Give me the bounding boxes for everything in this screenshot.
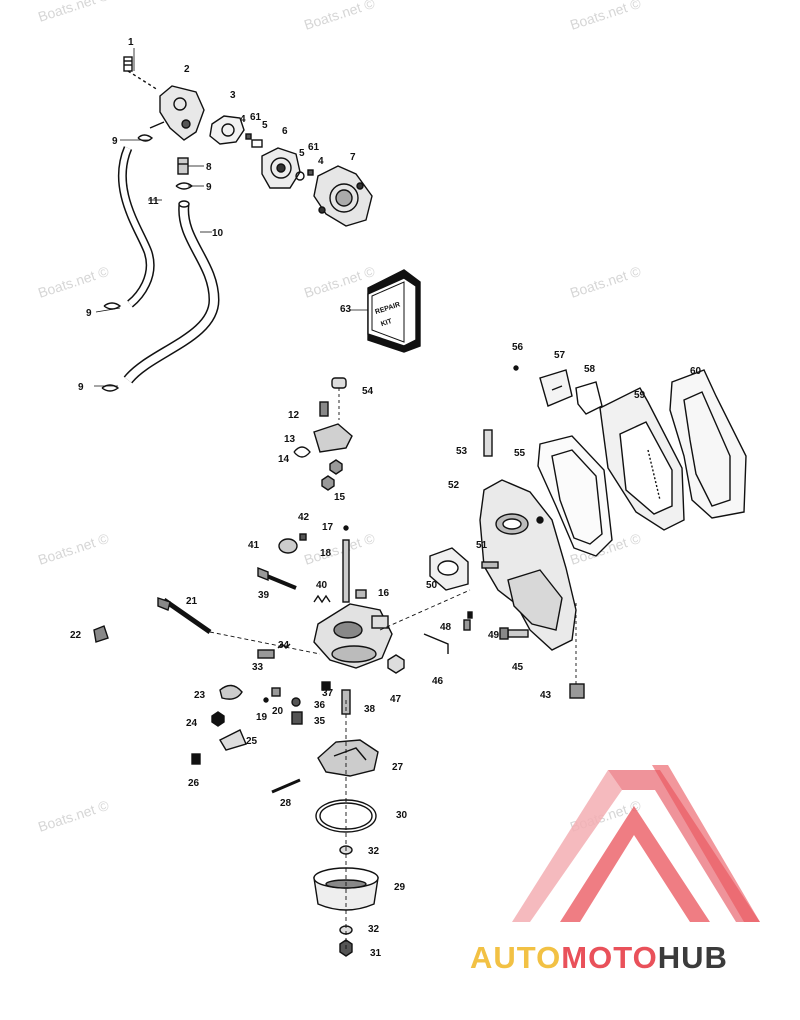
- callout-number: 26: [188, 778, 200, 789]
- repair-kit-box: [350, 269, 421, 353]
- callout-number: 54: [362, 386, 374, 397]
- automotohub-logo-mark: [512, 765, 760, 922]
- callout-number: 5: [262, 120, 268, 131]
- callout-number: 60: [690, 366, 702, 377]
- watermark-text: Boats.net ©: [36, 0, 111, 25]
- callout-number: 9: [86, 308, 92, 319]
- callout-number: 56: [512, 342, 524, 353]
- callout-number: 43: [540, 690, 552, 701]
- callout-number: 51: [476, 540, 488, 551]
- callout-number: 61: [250, 112, 262, 123]
- callout-number: 40: [316, 580, 328, 591]
- watermark-layer: Boats.net © Boats.net © Boats.net © Boats.n…: [36, 0, 643, 835]
- callout-number: 3: [230, 90, 236, 101]
- callout-number: 4: [318, 156, 324, 167]
- callout-number: 25: [246, 736, 258, 747]
- watermark-text: Boats.net ©: [568, 263, 643, 301]
- callout-number: 32: [368, 924, 380, 935]
- callout-number: 46: [432, 676, 444, 687]
- callout-number: 23: [194, 690, 206, 701]
- callout-number: 47: [390, 694, 402, 705]
- callout-number: 28: [280, 798, 292, 809]
- reed-plate-group: [423, 365, 747, 699]
- callout-number: 13: [284, 434, 296, 445]
- callout-number: 18: [320, 548, 332, 559]
- callout-number: 30: [396, 810, 408, 821]
- watermark-text: Boats.net ©: [302, 530, 377, 568]
- callout-number: 29: [394, 882, 406, 893]
- watermark-text: Boats.net ©: [36, 797, 111, 835]
- callout-number: 61: [308, 142, 320, 153]
- callout-number: 53: [456, 446, 468, 457]
- watermark-text: Boats.net ©: [36, 530, 111, 568]
- callout-number: 41: [248, 540, 260, 551]
- callout-number: 22: [70, 630, 82, 641]
- callout-number: 63: [340, 304, 352, 315]
- watermark-text: Boats.net ©: [302, 263, 377, 301]
- callout-number: 4: [240, 114, 246, 125]
- callout-number: 34: [278, 640, 290, 651]
- callout-number: 45: [512, 662, 524, 673]
- callout-number: 11: [148, 196, 159, 207]
- callout-number: 37: [322, 688, 334, 699]
- callout-number: 39: [258, 590, 270, 601]
- watermark-text: Boats.net ©: [36, 263, 111, 301]
- callout-number: 7: [350, 152, 356, 163]
- callout-number: 8: [206, 162, 212, 173]
- callout-number: 19: [256, 712, 268, 723]
- callout-number: 1: [128, 37, 134, 48]
- callout-number: 21: [186, 596, 198, 607]
- callout-number: 58: [584, 364, 596, 375]
- automotohub-wordmark: AUTOMOTOHUB: [470, 940, 728, 976]
- callout-number: 48: [440, 622, 452, 633]
- callout-number: 38: [364, 704, 376, 715]
- callout-number: 31: [370, 948, 382, 959]
- callout-number: 57: [554, 350, 566, 361]
- callout-number: 15: [334, 492, 346, 503]
- callout-number: 6: [282, 126, 288, 137]
- callout-number: 59: [634, 390, 646, 401]
- callout-number: 35: [314, 716, 326, 727]
- logo-text-hub: HUB: [657, 940, 728, 975]
- watermark-text: Boats.net ©: [568, 0, 643, 33]
- callout-number: 5: [299, 148, 305, 159]
- callout-layer: 1234455678999910111213141516171819202122…: [70, 37, 702, 959]
- callout-number: 42: [298, 512, 310, 523]
- callout-number: 27: [392, 762, 404, 773]
- callout-number: 9: [78, 382, 84, 393]
- callout-number: 12: [288, 410, 300, 421]
- callout-number: 14: [278, 454, 290, 465]
- callout-number: 24: [186, 718, 198, 729]
- callout-number: 36: [314, 700, 326, 711]
- callout-number: 32: [368, 846, 380, 857]
- callout-number: 52: [448, 480, 460, 491]
- callout-number: 49: [488, 630, 500, 641]
- callout-number: 17: [322, 522, 334, 533]
- fuel-pump-group: [94, 48, 373, 392]
- callout-number: 50: [426, 580, 438, 591]
- logo-text-auto: AUTO: [470, 940, 562, 975]
- logo-text-moto: MOTO: [561, 940, 658, 975]
- callout-number: 16: [378, 588, 390, 599]
- callout-number: 33: [252, 662, 264, 673]
- callout-number: 10: [212, 228, 224, 239]
- repair-kit-label-line2: KIT: [380, 318, 394, 328]
- watermark-text: Boats.net ©: [302, 0, 377, 33]
- callout-number: 55: [514, 448, 526, 459]
- callout-number: 2: [184, 64, 190, 75]
- carburetor-group: [93, 377, 471, 957]
- callout-number: 20: [272, 706, 284, 717]
- callout-number: 9: [206, 182, 212, 193]
- callout-number: 9: [112, 136, 118, 147]
